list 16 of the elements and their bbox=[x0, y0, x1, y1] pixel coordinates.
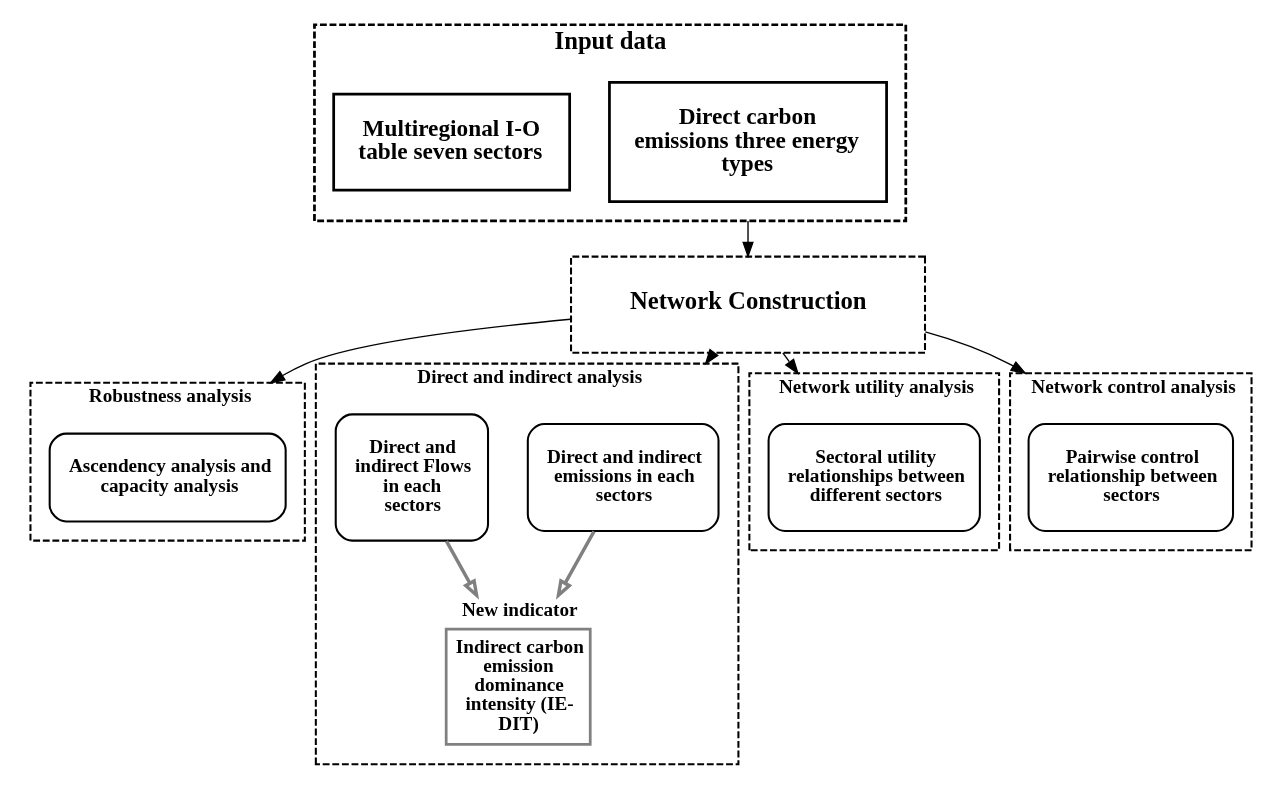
node-box: Indirect carbon emission dominance intensity (IE-DIT) bbox=[444, 627, 592, 746]
arrow bbox=[781, 352, 799, 375]
node-box: Direct carbon emissions three energy types bbox=[607, 81, 888, 204]
arrow bbox=[704, 348, 719, 366]
node-box: Multiregional I-O table seven sectors bbox=[331, 92, 571, 192]
node-box: Direct and indirect emissions in each sectors bbox=[526, 422, 720, 533]
arrow bbox=[924, 331, 1027, 375]
arrow bbox=[741, 220, 754, 259]
node-box: Ascendency analysis and capacity analysis bbox=[48, 432, 287, 523]
node-box: Direct and indirect Flows in each sectors bbox=[334, 413, 489, 542]
node-box: Sectoral utility relationships between different sectors bbox=[767, 422, 981, 533]
arrow bbox=[268, 318, 571, 384]
arrow bbox=[444, 540, 479, 600]
node-box: Pairwise control relationship between sectors bbox=[1027, 422, 1234, 533]
node-label: New indicator bbox=[461, 598, 578, 620]
arrow bbox=[555, 530, 595, 600]
